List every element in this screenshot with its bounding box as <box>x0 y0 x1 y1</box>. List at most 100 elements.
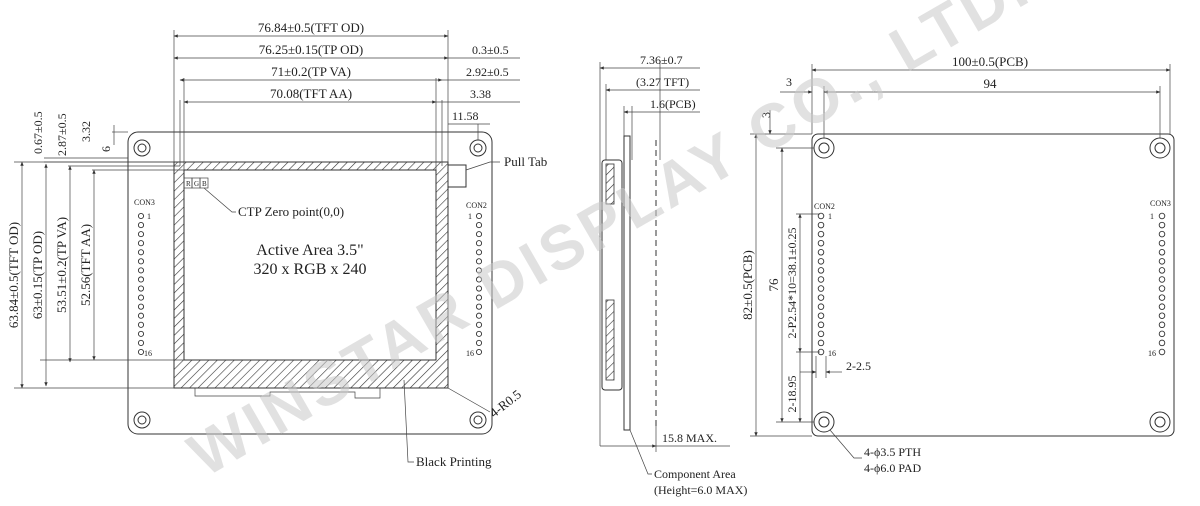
dim-right-3: 3.38 <box>470 87 491 101</box>
front-con2-pin16: 16 <box>466 349 474 358</box>
pull-tab <box>447 164 467 188</box>
connector-pin <box>475 339 483 346</box>
connector-pin <box>137 212 145 220</box>
front-con2-pin1: 1 <box>468 212 472 221</box>
dim-tft-od-width: 76.84±0.5(TFT OD) <box>258 20 364 35</box>
front-con3-pin1: 1 <box>147 212 151 221</box>
dim-pcb-thickness: 1.6(PCB) <box>650 97 696 111</box>
pcb-con2-label: CON2 <box>814 202 835 211</box>
connector-pin <box>137 258 145 265</box>
dim-module-thickness: 7.36±0.7 <box>640 53 683 67</box>
connector-pin <box>1158 230 1166 238</box>
connector-pin <box>475 231 483 238</box>
connector-pin <box>817 294 825 301</box>
hole-pth-label: 4-ϕ3.5 PTH <box>864 445 921 459</box>
dim-tft-aa-height: 52.56(TFT AA) <box>78 224 93 306</box>
connector-pin <box>1158 258 1166 265</box>
dim-offset-x: 3 <box>786 75 792 89</box>
connector-pin <box>1158 276 1166 283</box>
connector-pin <box>1158 294 1166 301</box>
dim-left-2: 2.87±0.5 <box>55 113 69 156</box>
pcb-con3-pin16: 16 <box>1148 349 1156 358</box>
connector-pin <box>475 294 483 301</box>
connector-pin <box>137 330 145 337</box>
pcb-con3-pin1: 1 <box>1150 212 1154 221</box>
connector-pin <box>475 321 483 328</box>
connector-pin <box>817 321 825 329</box>
front-top-dimensions: 76.84±0.5(TFT OD) 76.25±0.15(TP OD) 71±0… <box>173 20 449 170</box>
rgb-b-label: B <box>202 180 207 188</box>
front-mounting-holes <box>133 139 487 429</box>
dim-tft-thickness: (3.27 TFT) <box>636 75 689 89</box>
front-con3-label: CON3 <box>134 198 155 207</box>
rgb-pixel-marker: R G B <box>183 177 209 189</box>
black-printing-label: Black Printing <box>416 454 492 469</box>
front-left-small-dimensions: 0.67±0.5 2.87±0.5 3.32 6 <box>31 111 184 171</box>
dim-left-1: 0.67±0.5 <box>31 111 45 154</box>
connector-pin <box>475 258 483 265</box>
active-area <box>183 169 437 361</box>
pcb-con2-pins <box>817 212 825 356</box>
connector-pin <box>1158 285 1166 292</box>
connector-pin <box>1158 267 1166 274</box>
side-hatched-top <box>605 163 615 205</box>
dim-hole-vspan: 76 <box>766 278 781 292</box>
connector-pin <box>475 212 483 220</box>
dim-tp-od-height: 63±0.15(TP OD) <box>30 231 45 319</box>
connector-pin <box>1158 212 1166 220</box>
connector-pin <box>817 339 825 347</box>
front-con3-pins <box>137 212 145 356</box>
dim-pcb-width: 100±0.5(PCB) <box>952 54 1028 69</box>
connector-pin <box>817 230 825 238</box>
component-area-height: (Height=6.0 MAX) <box>654 483 747 497</box>
connector-pin <box>137 339 145 346</box>
connector-pin <box>1158 249 1166 256</box>
front-view: R G B CON3 1 16 CON2 1 16 76.84±0.5(TFT … <box>6 20 547 469</box>
connector-pin <box>1158 321 1166 329</box>
connector-pin <box>137 222 145 229</box>
dim-max-height: 15.8 MAX. <box>662 431 717 445</box>
connector-pin <box>1158 339 1166 347</box>
connector-pin <box>475 303 483 310</box>
connector-pin <box>137 240 145 247</box>
connector-pin <box>137 348 145 356</box>
dim-left-4: 6 <box>99 146 113 152</box>
connector-pin <box>817 303 825 310</box>
connector-pin <box>1158 303 1166 310</box>
dim-tp-od-width: 76.25±0.15(TP OD) <box>259 42 364 57</box>
connector-pin <box>475 249 483 256</box>
active-area-resolution: 320 x RGB x 240 <box>254 261 367 278</box>
side-pcb <box>623 135 631 431</box>
ctp-zero-label: CTP Zero point(0,0) <box>238 204 344 219</box>
front-con3-pin16: 16 <box>144 349 152 358</box>
connector-pin <box>817 258 825 265</box>
connector-pin <box>137 285 145 292</box>
pcb-outline <box>811 133 1175 437</box>
connector-pin <box>817 221 825 229</box>
connector-pin <box>817 239 825 247</box>
connector-pin <box>1158 348 1166 356</box>
dim-right-1: 0.3±0.5 <box>472 43 509 57</box>
pcb-con3-pins <box>1158 212 1166 356</box>
front-left-vertical-dimensions: 63.84±0.5(TFT OD) 63±0.15(TP OD) 53.51±0… <box>6 161 184 389</box>
connector-pin <box>817 330 825 338</box>
dim-offset-y: 3 <box>759 112 773 118</box>
component-area-label: Component Area <box>654 467 736 481</box>
connector-pin <box>475 348 483 356</box>
dim-left-3: 3.32 <box>79 121 93 142</box>
connector-pin <box>817 285 825 292</box>
connector-pin <box>817 212 825 220</box>
connector-pin <box>475 276 483 283</box>
connector-pin <box>475 330 483 337</box>
dim-row-offset: 2-18.95 <box>785 376 799 413</box>
dim-hole-span: 94 <box>984 76 998 91</box>
connector-pin <box>475 285 483 292</box>
connector-pin <box>817 276 825 283</box>
connector-pin <box>1158 221 1166 229</box>
connector-pin <box>1158 312 1166 319</box>
pcb-con3-label: CON3 <box>1150 199 1171 208</box>
rgb-g-label: G <box>194 180 199 188</box>
connector-pin <box>1158 239 1166 247</box>
connector-pin <box>1158 330 1166 338</box>
